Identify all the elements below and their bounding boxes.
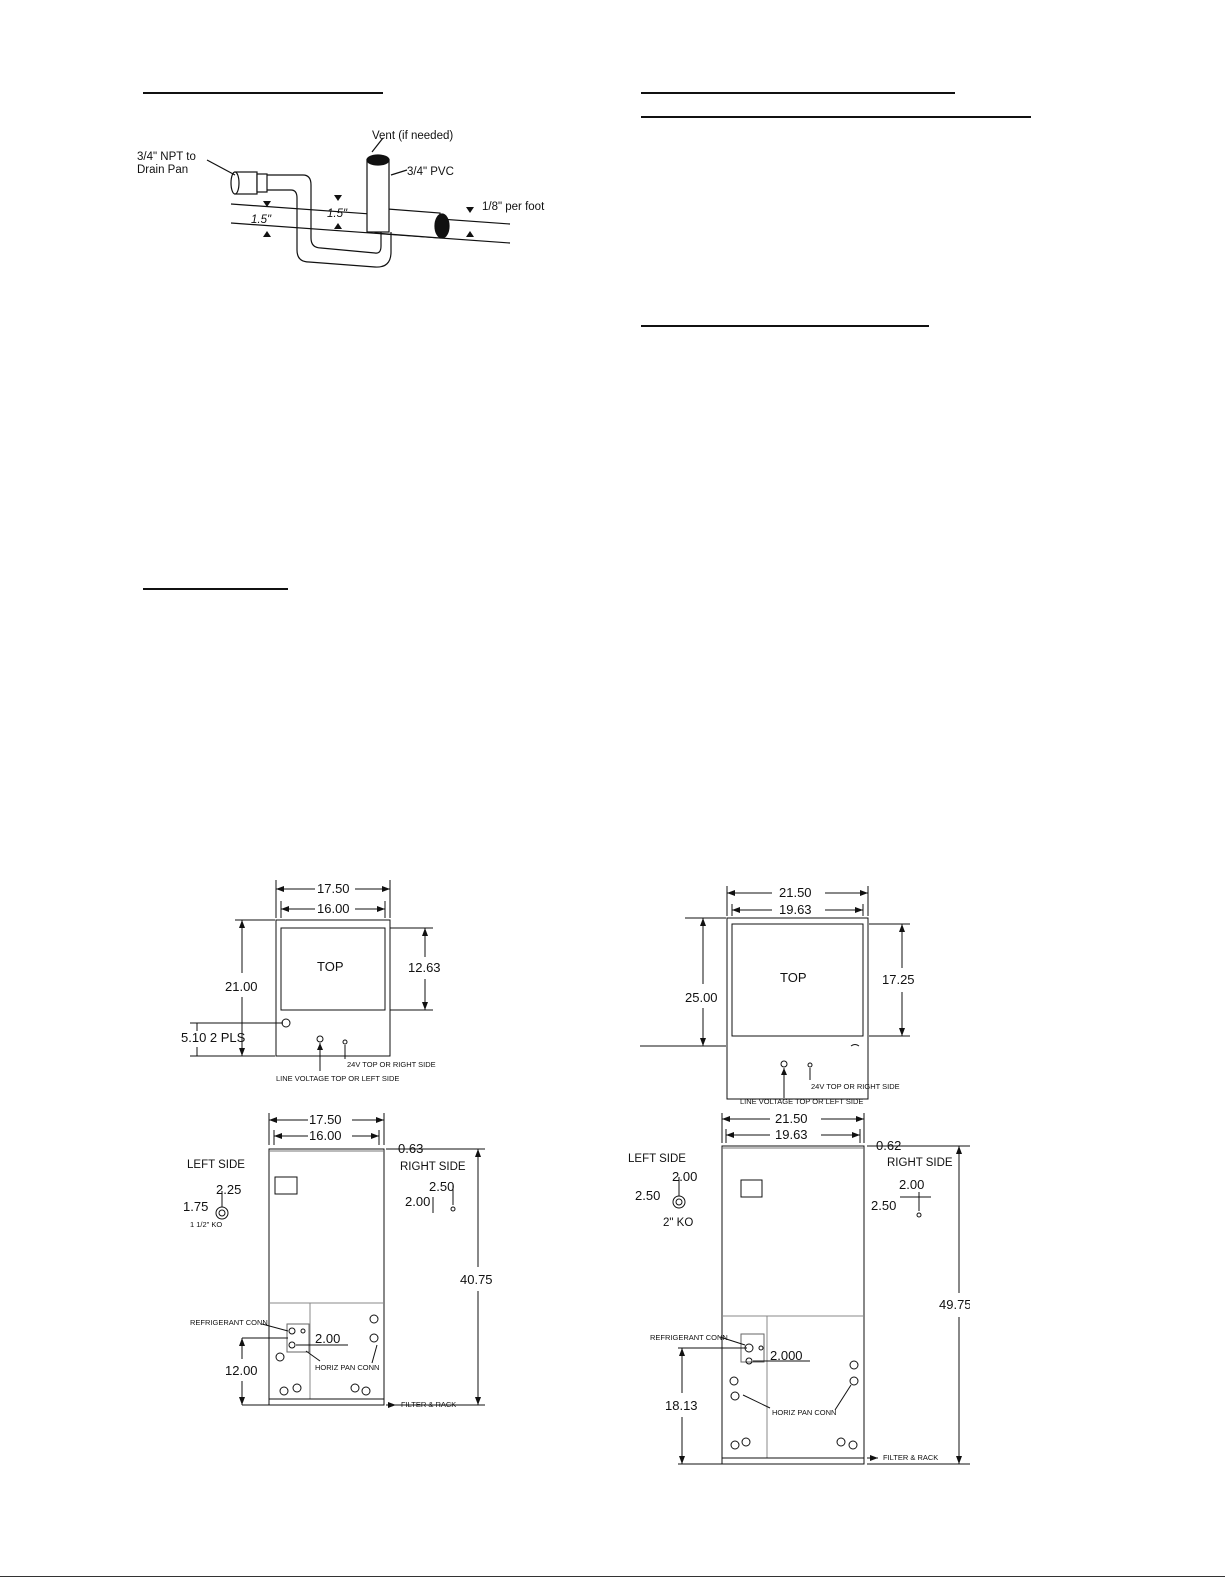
- u2-front-flange: 0.62: [876, 1138, 901, 1153]
- u1-right-ko-v: 2.00: [405, 1194, 430, 1209]
- u1-front-height: 40.75: [460, 1272, 493, 1287]
- npt-label-line2: Drain Pan: [137, 164, 188, 176]
- u2-top-panel-depth: 17.25: [882, 972, 915, 987]
- u1-horiz-pan-label: HORIZ PAN CONN: [315, 1363, 379, 1372]
- unit1-top-view: 17.50 16.00 21.00 12.63 5.10 2 PLS TOP 2…: [181, 880, 441, 1083]
- u2-top-width-inner: 19.63: [779, 902, 812, 917]
- u1-right-ko-h: 2.50: [429, 1179, 454, 1194]
- u2-filter-label: FILTER & RACK: [883, 1453, 938, 1462]
- heading-rule-drain-trap: [143, 92, 383, 94]
- u2-left-ko-h: 2.00: [672, 1169, 697, 1184]
- trap-dim-left: 1.5": [251, 214, 272, 226]
- u2-front-width-inner: 19.63: [775, 1127, 808, 1142]
- pvc-label: 3/4" PVC: [407, 166, 454, 178]
- heading-rule-right-2: [641, 116, 1031, 118]
- unit2-front-view: 21.50 19.63 0.62 49.75 LEFT SIDE RIGHT S…: [628, 1111, 970, 1465]
- u2-ref-conn-label: REFRIGERANT CONN: [650, 1333, 728, 1342]
- u1-left-ko-v: 1.75: [183, 1199, 208, 1214]
- u1-filter-label: FILTER & RACK: [401, 1400, 456, 1409]
- u1-top-note-line: LINE VOLTAGE TOP OR LEFT SIDE: [276, 1074, 399, 1083]
- u1-ref-conn-label: REFRIGERANT CONN: [190, 1318, 268, 1327]
- u2-top-note-24v: 24V TOP OR RIGHT SIDE: [811, 1082, 900, 1091]
- u1-top-panel-label: TOP: [317, 959, 344, 974]
- u2-top-panel-label: TOP: [780, 970, 807, 985]
- u2-front-width-outer: 21.50: [775, 1111, 808, 1126]
- u2-left-side-label: LEFT SIDE: [628, 1153, 686, 1165]
- u2-right-ko-v: 2.50: [871, 1198, 896, 1213]
- npt-label-line1: 3/4" NPT to: [137, 151, 196, 163]
- u1-left-side-label: LEFT SIDE: [187, 1159, 245, 1171]
- u1-top-panel-depth: 12.63: [408, 960, 441, 975]
- u2-left-ko-note: 2" KO: [663, 1217, 693, 1229]
- unit1-front-view: 17.50 16.00 0.63 40.75 LEFT SIDE RIGHT S…: [183, 1112, 493, 1409]
- u2-horiz-pan-label: HORIZ PAN CONN: [772, 1408, 836, 1417]
- vent-label: Vent (if needed): [372, 130, 453, 142]
- u2-right-ko-h: 2.00: [899, 1177, 924, 1192]
- u1-ref-height: 12.00: [225, 1363, 258, 1378]
- u2-ref-dim: 2.000: [770, 1348, 803, 1363]
- u1-ref-dim: 2.00: [315, 1331, 340, 1346]
- u1-top-width-inner: 16.00: [317, 901, 350, 916]
- unit2-top-view: 21.50 19.63 25.00 17.25 TOP 24V TOP OR R…: [640, 885, 915, 1106]
- u2-front-height: 49.75: [939, 1297, 970, 1312]
- u1-right-side-label: RIGHT SIDE: [400, 1161, 466, 1173]
- u1-left-ko-h: 2.25: [216, 1182, 241, 1197]
- heading-rule-right-3: [641, 325, 929, 327]
- u2-top-note-line: LINE VOLTAGE TOP OR LEFT SIDE: [740, 1097, 863, 1106]
- u2-right-side-label: RIGHT SIDE: [887, 1157, 953, 1169]
- heading-rule-right-1: [641, 92, 955, 94]
- slope-label: 1/8" per foot: [482, 201, 545, 213]
- u1-top-ko-offset: 5.10 2 PLS: [181, 1030, 246, 1045]
- u1-top-note-24v: 24V TOP OR RIGHT SIDE: [347, 1060, 436, 1069]
- drain-trap-diagram: 3/4" NPT to Drain Pan Vent (if needed) 3…: [137, 130, 545, 268]
- u1-left-ko-note: 1 1/2" KO: [190, 1220, 222, 1229]
- u1-top-width-outer: 17.50: [317, 881, 350, 896]
- trap-dim-right: 1.5": [327, 208, 348, 220]
- u1-top-depth: 21.00: [225, 979, 258, 994]
- u1-front-flange: 0.63: [398, 1141, 423, 1156]
- page-bottom-rule: [0, 1576, 1225, 1577]
- u2-top-width-outer: 21.50: [779, 885, 812, 900]
- u1-front-width-inner: 16.00: [309, 1128, 342, 1143]
- u2-ref-height: 18.13: [665, 1398, 698, 1413]
- u1-front-width-outer: 17.50: [309, 1112, 342, 1127]
- u2-top-depth: 25.00: [685, 990, 718, 1005]
- heading-rule-left-2: [143, 588, 288, 590]
- u2-left-ko-v: 2.50: [635, 1188, 660, 1203]
